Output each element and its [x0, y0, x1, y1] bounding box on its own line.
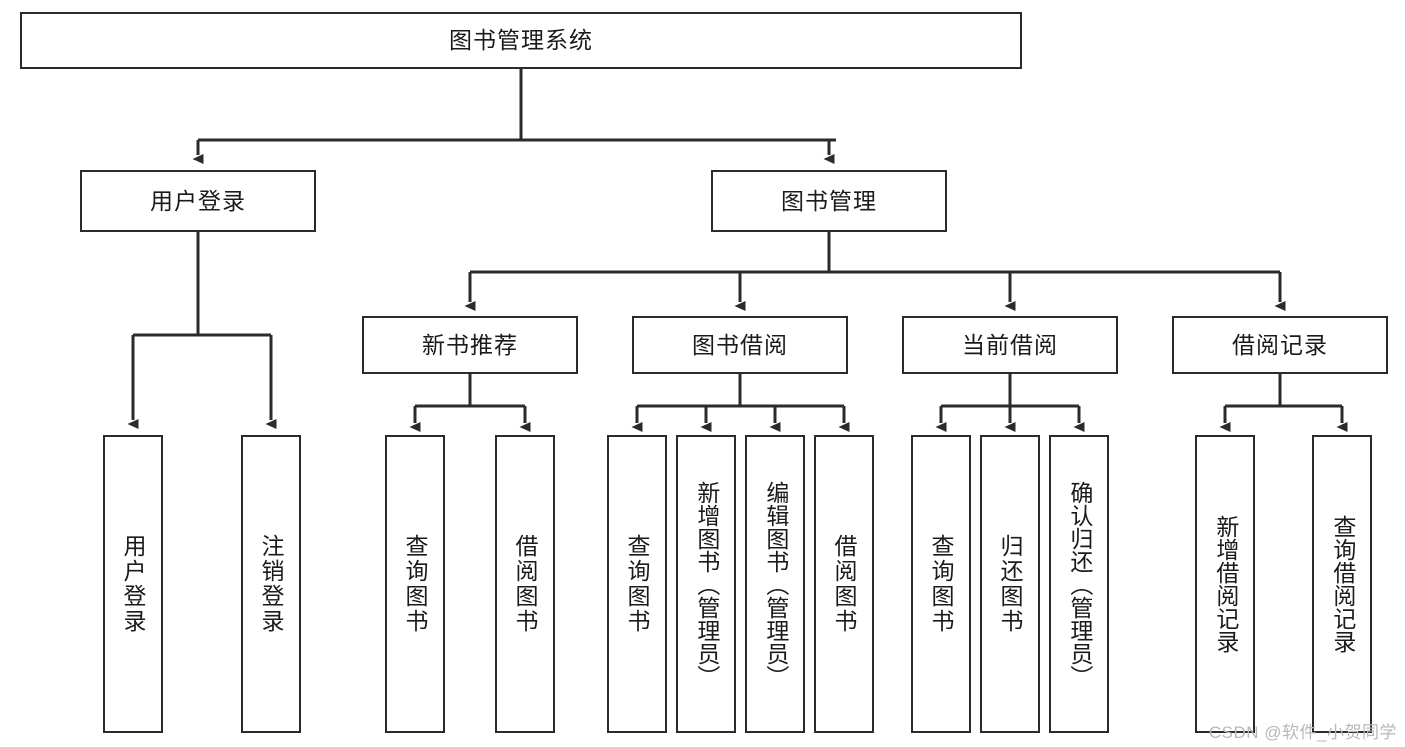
node-book-manage[interactable]: 图书管理 [711, 170, 947, 232]
node-leaf-user-login-label: 用户登录 [120, 534, 147, 634]
node-new-book-rec[interactable]: 新书推荐 [362, 316, 578, 374]
node-leaf-edit-book[interactable]: 编辑图书（管理员） [745, 435, 805, 733]
node-leaf-return-book[interactable]: 归还图书 [980, 435, 1040, 733]
node-current-borrow-label: 当前借阅 [962, 331, 1058, 358]
node-leaf-query-book-3-label: 查询图书 [928, 534, 955, 634]
node-leaf-confirm-return[interactable]: 确认归还（管理员） [1049, 435, 1109, 733]
node-book-manage-label: 图书管理 [781, 187, 877, 214]
node-leaf-add-book[interactable]: 新增图书（管理员） [676, 435, 736, 733]
node-leaf-user-login[interactable]: 用户登录 [103, 435, 163, 733]
node-leaf-logout-label: 注销登录 [258, 534, 285, 634]
node-root-label: 图书管理系统 [449, 27, 593, 54]
node-leaf-return-book-label: 归还图书 [997, 534, 1024, 634]
node-leaf-query-book-1[interactable]: 查询图书 [385, 435, 445, 733]
node-leaf-logout[interactable]: 注销登录 [241, 435, 301, 733]
node-user-login-label: 用户登录 [150, 187, 246, 214]
node-leaf-query-book-2-label: 查询图书 [624, 534, 651, 634]
node-leaf-add-book-label: 新增图书（管理员） [693, 480, 720, 688]
node-root[interactable]: 图书管理系统 [20, 12, 1022, 69]
node-leaf-edit-book-label: 编辑图书（管理员） [762, 480, 789, 688]
node-leaf-borrow-book-1[interactable]: 借阅图书 [495, 435, 555, 733]
node-leaf-query-book-3[interactable]: 查询图书 [911, 435, 971, 733]
node-leaf-add-record-label: 新增借阅记录 [1212, 515, 1239, 653]
node-leaf-add-record[interactable]: 新增借阅记录 [1195, 435, 1255, 733]
node-leaf-query-record[interactable]: 查询借阅记录 [1312, 435, 1372, 733]
node-borrow-record-label: 借阅记录 [1232, 331, 1328, 358]
node-leaf-query-book-1-label: 查询图书 [402, 534, 429, 634]
node-leaf-query-book-2[interactable]: 查询图书 [607, 435, 667, 733]
node-leaf-borrow-book-1-label: 借阅图书 [512, 534, 539, 634]
node-current-borrow[interactable]: 当前借阅 [902, 316, 1118, 374]
node-leaf-query-record-label: 查询借阅记录 [1329, 515, 1356, 653]
node-user-login[interactable]: 用户登录 [80, 170, 316, 232]
node-leaf-confirm-return-label: 确认归还（管理员） [1066, 480, 1093, 688]
node-new-book-rec-label: 新书推荐 [422, 331, 518, 358]
node-book-borrow-label: 图书借阅 [692, 331, 788, 358]
node-leaf-borrow-book-2-label: 借阅图书 [831, 534, 858, 634]
node-leaf-borrow-book-2[interactable]: 借阅图书 [814, 435, 874, 733]
node-borrow-record[interactable]: 借阅记录 [1172, 316, 1388, 374]
node-book-borrow[interactable]: 图书借阅 [632, 316, 848, 374]
